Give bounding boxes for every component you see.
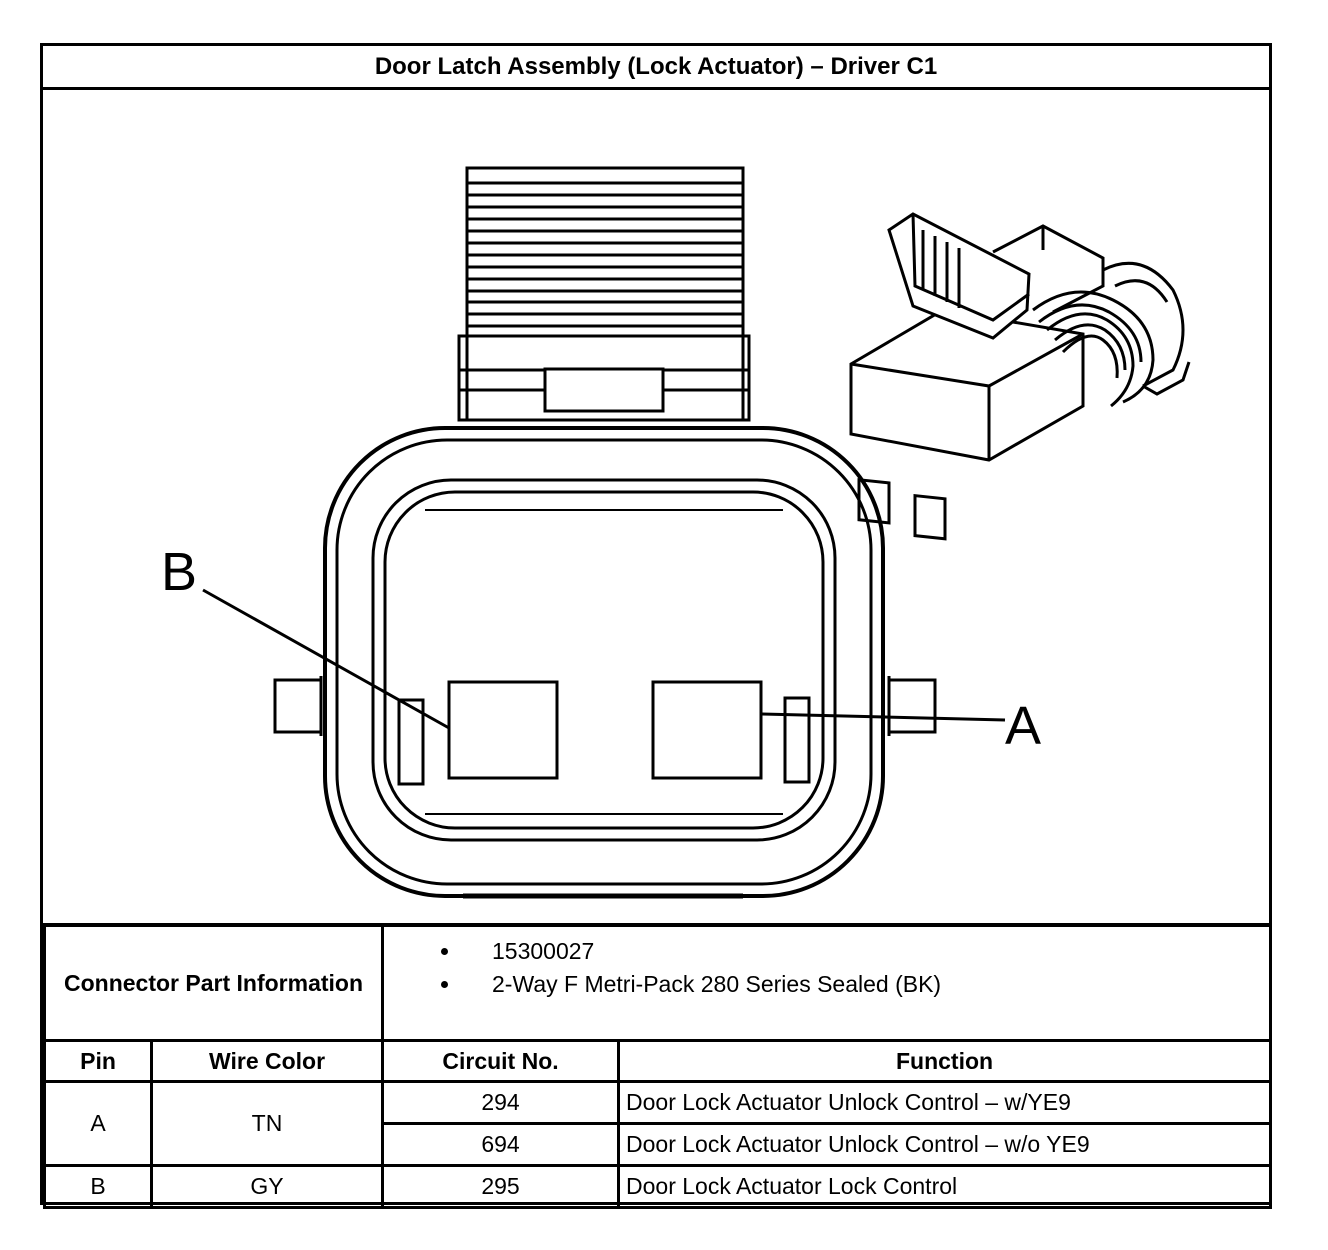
table-row: A TN 294 Door Lock Actuator Unlock Contr… — [43, 1080, 1273, 1167]
connector-info-row: Connector Part Information 15300027 2-Wa… — [42, 923, 1273, 1042]
cavity-b — [447, 680, 559, 780]
table-header-row: Pin Wire Color Circuit No. Function — [43, 1039, 1273, 1083]
circuit-cell: 295 — [381, 1164, 621, 1209]
table-row: 694 Door Lock Actuator Unlock Control – … — [45, 1122, 1273, 1167]
function-cell: Door Lock Actuator Unlock Control – w/YE… — [617, 1080, 1273, 1125]
connector-part-number: 15300027 — [462, 935, 1269, 968]
function-cell: Door Lock Actuator Lock Control — [617, 1164, 1273, 1209]
page-title: Door Latch Assembly (Lock Actuator) – Dr… — [43, 46, 1269, 90]
wire-color-cell: TN — [149, 1080, 385, 1167]
header-wire-color: Wire Color — [149, 1039, 385, 1083]
connector-table: Connector Part Information 15300027 2-Wa… — [42, 923, 1273, 1209]
connector-drawing: B A — [161, 166, 1191, 899]
header-function: Function — [617, 1039, 1273, 1083]
pin-cell: B — [43, 1164, 153, 1209]
pin-label-b: B — [161, 542, 197, 602]
connector-latch — [457, 166, 751, 422]
connector-housing — [273, 426, 937, 899]
function-cell: Door Lock Actuator Unlock Control – w/o … — [617, 1122, 1273, 1167]
connector-info-list: 15300027 2-Way F Metri-Pack 280 Series S… — [381, 923, 1273, 1042]
cavity-a — [651, 680, 763, 780]
pin-cell: A — [43, 1080, 153, 1167]
connector-iso-view — [849, 212, 1191, 541]
connector-sheet: Door Latch Assembly (Lock Actuator) – Dr… — [40, 43, 1273, 1209]
connector-description: 2-Way F Metri-Pack 280 Series Sealed (BK… — [462, 968, 1269, 1001]
connector-figure: B A — [43, 90, 1269, 923]
circuit-cell: 294 — [381, 1080, 621, 1125]
header-circuit: Circuit No. — [381, 1039, 621, 1083]
pin-label-a: A — [1005, 696, 1041, 756]
table-row: B GY 295 Door Lock Actuator Lock Control — [43, 1164, 1273, 1209]
connector-info-label: Connector Part Information — [42, 923, 385, 1042]
leader-line-b — [202, 588, 450, 730]
circuit-cell: 694 — [381, 1122, 621, 1167]
leader-line-a — [760, 712, 1006, 722]
wire-color-cell: GY — [149, 1164, 385, 1209]
header-pin: Pin — [43, 1039, 153, 1083]
